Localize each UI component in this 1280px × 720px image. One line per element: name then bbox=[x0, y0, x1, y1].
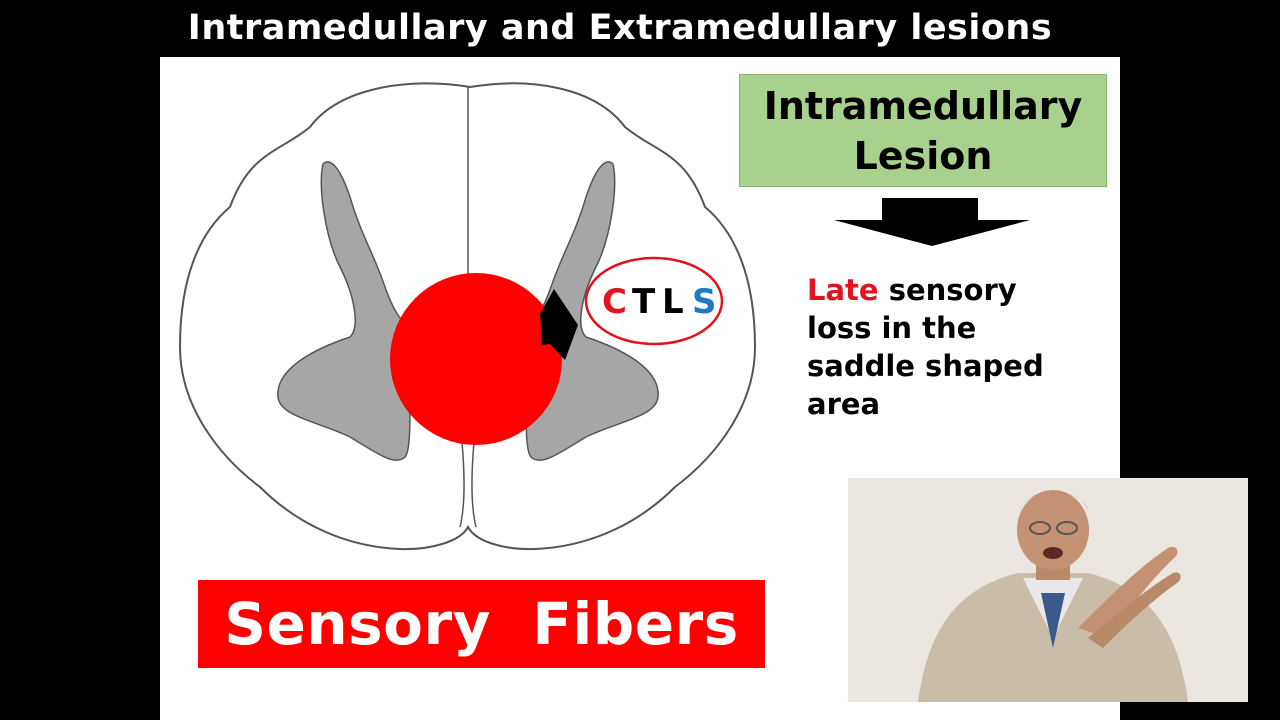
grey-matter-right bbox=[525, 161, 659, 461]
description-text: Late sensory loss in the saddle shaped a… bbox=[807, 271, 1107, 423]
ctls-letter-c: C bbox=[602, 282, 627, 322]
sensory-fibers-banner: Sensory Fibers bbox=[198, 580, 765, 668]
description-line-3: saddle shaped bbox=[807, 349, 1044, 383]
ctls-letter-s: S bbox=[692, 282, 717, 322]
ctls-letter-t: T bbox=[632, 282, 656, 322]
intramedullary-lesion-label: Intramedullary Lesion bbox=[739, 74, 1107, 187]
slide-canvas: C T L S Intramedullary Lesion Late senso… bbox=[160, 57, 1120, 720]
description-line-2: loss in the bbox=[807, 311, 977, 345]
grey-matter-left bbox=[277, 161, 411, 461]
down-arrow-icon bbox=[834, 198, 1030, 246]
late-highlight: Late bbox=[807, 273, 879, 307]
presenter-webcam bbox=[848, 478, 1248, 702]
pressure-arrow-icon bbox=[540, 289, 578, 360]
spinal-cord-diagram: C T L S bbox=[178, 82, 757, 551]
description-line-1: sensory bbox=[878, 273, 1017, 307]
label-line-1: Intramedullary bbox=[763, 83, 1083, 128]
anterior-median-fissure bbox=[459, 441, 477, 528]
presenter-image bbox=[848, 478, 1248, 702]
description-line-4: area bbox=[807, 387, 881, 421]
label-line-2: Lesion bbox=[853, 133, 993, 178]
ctls-letter-l: L bbox=[662, 282, 684, 322]
intramedullary-lesion bbox=[390, 273, 562, 445]
slide-title: Intramedullary and Extramedullary lesion… bbox=[187, 8, 1053, 48]
ctls-lamination-ring bbox=[584, 256, 724, 346]
banner-text: Sensory Fibers bbox=[224, 590, 739, 658]
